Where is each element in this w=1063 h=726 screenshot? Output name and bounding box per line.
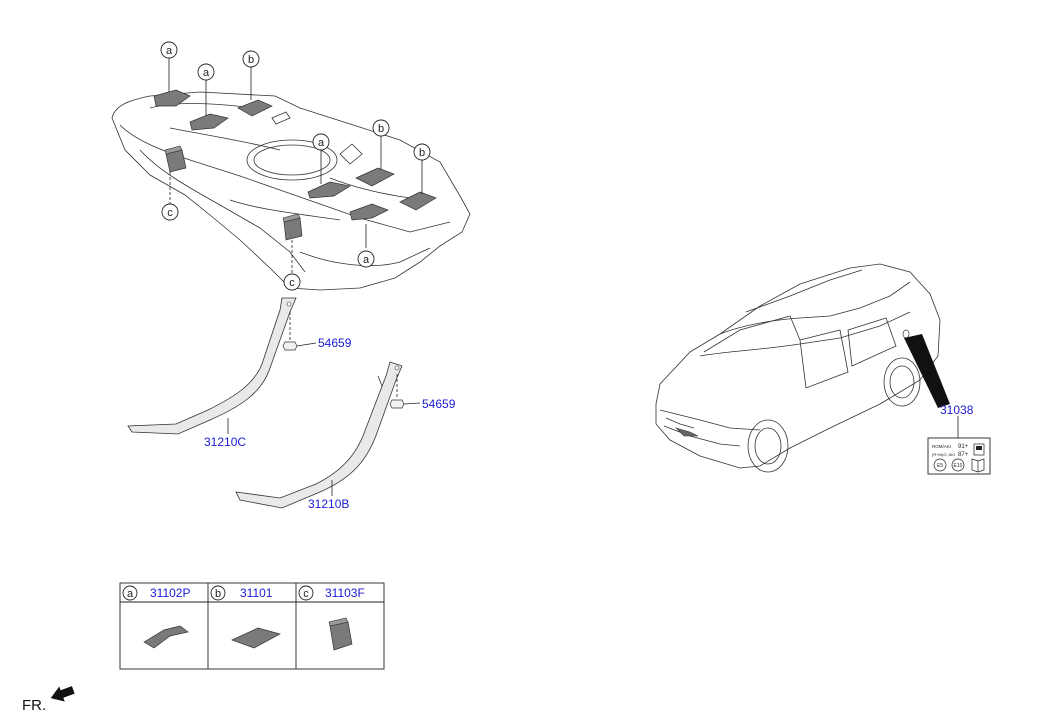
front-direction-indicator: FR. [22,686,75,714]
part-label-31210c[interactable]: 31210C [204,435,246,449]
svg-text:a: a [318,137,325,149]
pad-a-1 [153,89,191,107]
legend-cell-c: c 31103F [298,585,365,651]
badge-e5 [933,458,947,472]
svg-text:a: a [363,254,370,266]
legend-cell-a: a 31102P [122,585,190,649]
pad-a-2 [189,113,229,131]
fuel-label-line1-right: 91+ [958,444,969,450]
callout-c-1: c [161,203,179,221]
svg-text:c: c [303,588,309,600]
book-icon [971,458,985,473]
pad-a-4 [349,203,389,221]
callout-a-4: a [357,250,375,268]
svg-text:b: b [419,147,425,159]
legend-pad-c [328,617,353,651]
badge-e10 [951,458,965,472]
part-label-31038[interactable]: 31038 [940,403,974,417]
legend-table: a 31102P b 31101 c 31103F [119,582,385,670]
legend-pad-b [231,627,281,649]
callout-a-1: a [160,41,178,59]
strap-31210b[interactable] [235,361,403,509]
svg-text:a: a [127,588,134,600]
part-label-54659-1[interactable]: 54659 [318,336,352,350]
svg-text:b: b [378,123,384,135]
badge-e5-text: E5 [937,463,943,469]
callout-leaders [168,58,423,274]
fuel-tank [111,91,471,291]
arrow-front-icon [50,686,75,702]
part-label-54659-2[interactable]: 54659 [422,397,456,411]
fuel-label-line1-left: ROM/AKI [932,444,951,449]
part-label-31210b[interactable]: 31210B [308,497,349,511]
pad-b-1 [237,99,273,117]
bolt-54659-1[interactable] [282,312,317,351]
pad-a-3 [307,181,351,199]
callout-c-2: c [283,273,301,291]
callout-a-3: a [312,133,330,151]
fr-label: FR. [22,697,46,714]
callout-a-2: a [197,63,215,81]
svg-text:a: a [166,45,173,57]
pad-c-2 [282,213,303,241]
pad-b-3 [399,191,437,211]
pad-b-2 [355,167,395,187]
svg-text:c: c [167,207,173,219]
bolt-54659-2[interactable] [389,374,421,409]
fuel-label-line2-left: (R+M)/2, AKI [932,452,955,457]
svg-text:c: c [289,277,295,289]
legend-cell-b: b 31101 [210,585,281,649]
pad-c-1 [164,145,187,173]
fuel-label-decal: ROM/AKI 91+ (R+M)/2, AKI 87+ E5 E10 [927,437,991,475]
svg-text:b: b [248,54,254,66]
svg-text:b: b [215,588,221,600]
car-illustration [655,263,959,473]
badge-e10-text: E10 [954,463,963,469]
strap-31210c[interactable] [127,297,297,435]
legend-part-a[interactable]: 31102P [150,586,190,600]
legend-part-c[interactable]: 31103F [325,586,365,600]
callout-b-1: b [242,50,260,68]
callout-b-2: b [372,119,390,137]
svg-text:a: a [203,67,210,79]
fuel-pump-icon [973,443,985,456]
legend-pad-a [143,625,189,649]
callout-b-3: b [413,143,431,161]
fuel-label-line2-right: 87+ [958,452,969,458]
legend-part-b[interactable]: 31101 [240,586,273,600]
